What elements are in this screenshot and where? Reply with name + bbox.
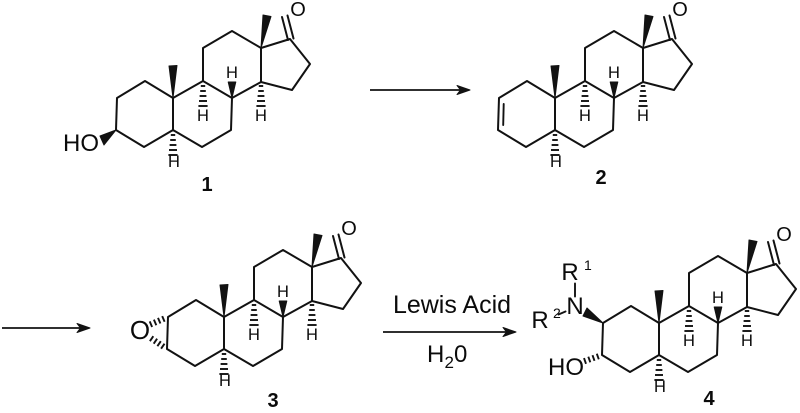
compound-3-epoxide-hash-c2 — [148, 315, 166, 328]
compound-2-number: 2 — [595, 167, 606, 189]
compound-4-number: 4 — [703, 388, 715, 410]
compound-2-double-bond-inner — [502, 103, 505, 126]
arrowhead-3 — [502, 327, 517, 337]
compound-4-r1-superscript: 1 — [584, 257, 592, 273]
compound-4-oh-hash — [583, 353, 600, 365]
solvent-h: H — [427, 341, 444, 368]
reaction-arrow-1 — [370, 85, 471, 95]
reagent-label: Lewis Acid — [393, 291, 511, 319]
solvent-subscript: 2 — [445, 353, 454, 372]
solvent-o: 0 — [454, 341, 467, 368]
reaction-arrow-2 — [2, 323, 91, 333]
compound-3-epoxide-hash-c3 — [149, 335, 166, 350]
compound-1-skeleton — [115, 0, 311, 172]
compound-3-number: 3 — [267, 390, 278, 412]
compound-4-r1-label: R — [561, 259, 578, 286]
compound-4-n-r2-bond — [557, 310, 567, 316]
compound-1-hydroxyl-label: HO — [63, 130, 99, 157]
compound-2-skeleton — [497, 0, 693, 172]
arrowhead-1 — [456, 85, 471, 95]
compound-3-skeleton — [166, 217, 362, 391]
compound-2: 2 — [497, 0, 693, 189]
arrowhead-2 — [76, 323, 91, 333]
compound-4-r2-label: R — [531, 307, 548, 334]
compound-4-nitrogen-label: N — [566, 293, 583, 320]
compound-4-hydroxyl-label: HO — [548, 354, 584, 381]
compound-1: HO 1 — [63, 0, 311, 196]
compound-4-skeleton — [601, 223, 797, 397]
compound-3: O 3 — [130, 217, 362, 412]
compound-4-amine-wedge — [582, 307, 604, 324]
compound-4-r2-superscript: 2 — [553, 305, 561, 321]
compound-1-number: 1 — [201, 174, 212, 196]
solvent-label: H 2 0 — [427, 341, 467, 372]
compound-1-oh-wedge — [99, 129, 117, 146]
compound-3-epoxide-oxygen-label: O — [130, 315, 150, 345]
reaction-arrow-3: Lewis Acid H 2 0 — [383, 291, 517, 372]
compound-4: N R 1 R 2 HO 4 — [531, 223, 797, 410]
